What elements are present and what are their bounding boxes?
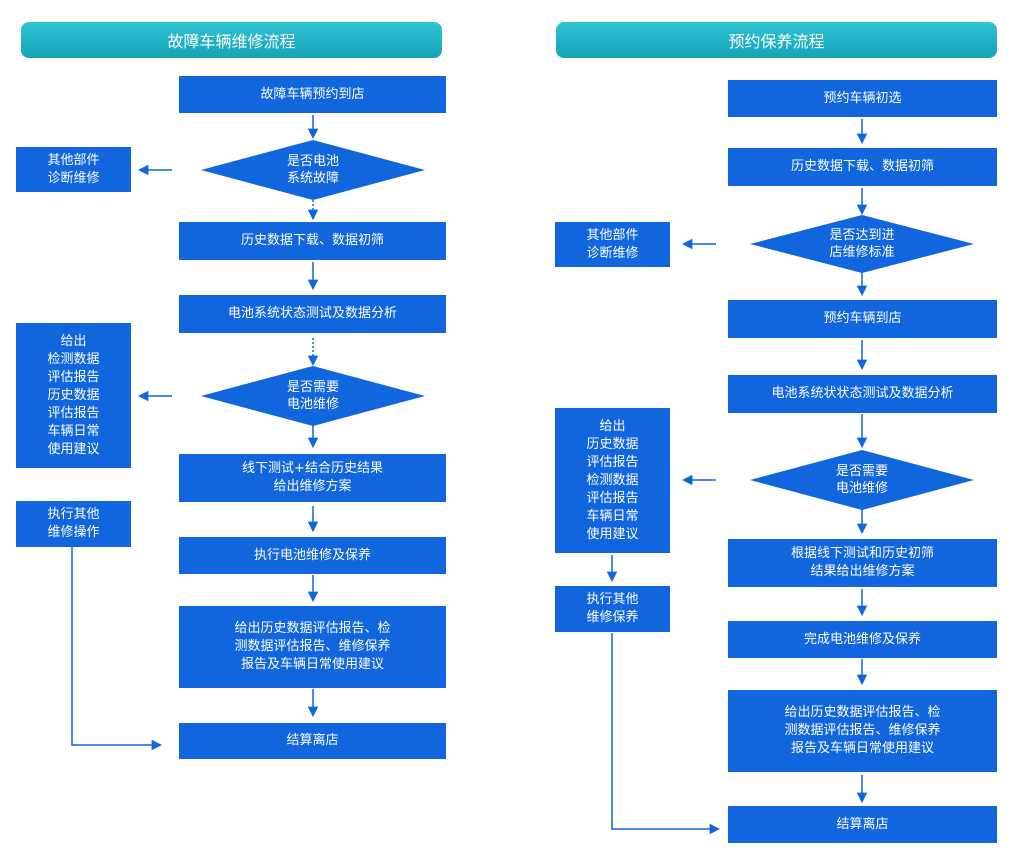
right-side-other-maintenance: 执行其他 维修保养 bbox=[555, 586, 670, 632]
right-side-reports-text: 给出 历史数据 评估报告 检测数据 评估报告 车辆日常 使用建议 bbox=[586, 418, 639, 542]
right-flow-title-text: 预约保养流程 bbox=[728, 32, 825, 51]
right-side-reports: 给出 历史数据 评估报告 检测数据 评估报告 车辆日常 使用建议 bbox=[555, 408, 670, 553]
left-side-other-parts: 其他部件 诊断维修 bbox=[16, 147, 131, 192]
left-decision-battery-fault: 是否电池 系统故障 bbox=[286, 154, 339, 186]
left-step-checkout: 结算离店 bbox=[179, 723, 446, 759]
right-step-repair-plan: 根据线下测试和历史初筛 结果给出维修方案 bbox=[728, 539, 997, 587]
left-step-battery-test: 电池系统状态测试及数据分析 bbox=[179, 295, 446, 333]
right-step-final-reports: 给出历史数据评估报告、检 测数据评估报告、维修保养 报告及车辆日常使用建议 bbox=[728, 690, 997, 772]
left-flow-title: 故障车辆维修流程 bbox=[21, 22, 442, 58]
left-side-other-parts-text: 其他部件 诊断维修 bbox=[47, 152, 100, 186]
right-side-other-maintenance-text: 执行其他 维修保养 bbox=[586, 592, 639, 625]
left-step-history-download-text: 历史数据下载、数据初筛 bbox=[240, 233, 384, 248]
right-step-repair-plan-text: 根据线下测试和历史初筛 结果给出维修方案 bbox=[790, 546, 934, 579]
left-step-checkout-text: 结算离店 bbox=[286, 733, 339, 748]
left-side-reports-text: 给出 检测数据 评估报告 历史数据 评估报告 车辆日常 使用建议 bbox=[47, 333, 100, 457]
left-step-appointment-arrival: 故障车辆预约到店 bbox=[179, 76, 446, 113]
right-step-preselect-text: 预约车辆初选 bbox=[823, 90, 902, 106]
left-flow-title-text: 故障车辆维修流程 bbox=[167, 32, 296, 51]
right-step-final-reports-text: 给出历史数据评估报告、检 测数据评估报告、维修保养 报告及车辆日常使用建议 bbox=[784, 705, 941, 756]
right-step-arrival-text: 预约车辆到店 bbox=[823, 311, 902, 326]
decision-diamond-r1 bbox=[750, 215, 974, 273]
right-decision-need-repair: 是否需要 电池维修 bbox=[835, 464, 888, 496]
left-step-history-download: 历史数据下载、数据初筛 bbox=[179, 222, 446, 260]
right-flow-title: 预约保养流程 bbox=[556, 22, 997, 58]
arrow-l-side3 bbox=[71, 547, 163, 751]
left-step-appointment-arrival-text: 故障车辆预约到店 bbox=[260, 86, 365, 102]
right-side-other-parts-text: 其他部件 诊断维修 bbox=[586, 227, 639, 261]
left-side-reports: 给出 检测数据 评估报告 历史数据 评估报告 车辆日常 使用建议 bbox=[16, 323, 131, 468]
right-step-battery-repair-text: 完成电池维修及保养 bbox=[803, 631, 921, 647]
left-step-battery-repair-text: 执行电池维修及保养 bbox=[253, 547, 371, 563]
decision-diamond-l1 bbox=[201, 140, 425, 200]
left-step-battery-test-text: 电池系统状态测试及数据分析 bbox=[227, 306, 397, 321]
left-step-battery-repair: 执行电池维修及保养 bbox=[179, 537, 446, 574]
right-step-arrival: 预约车辆到店 bbox=[728, 300, 997, 338]
right-step-preselect: 预约车辆初选 bbox=[728, 80, 997, 117]
decision-diamond-l2 bbox=[201, 366, 425, 426]
right-step-battery-test: 电池系统状状态测试及数据分析 bbox=[728, 375, 997, 413]
left-step-final-reports-text: 给出历史数据评估报告、检 测数据评估报告、维修保养 报告及车辆日常使用建议 bbox=[234, 621, 391, 672]
right-decision-meets-standard: 是否达到进 店维修标准 bbox=[829, 228, 895, 260]
right-step-checkout-text: 结算离店 bbox=[836, 816, 889, 832]
arrow-r-side3 bbox=[611, 633, 721, 835]
right-step-battery-repair: 完成电池维修及保养 bbox=[728, 621, 997, 658]
left-step-repair-plan: 线下测试+结合历史结果 给出维修方案 bbox=[179, 454, 446, 502]
left-side-other-repair: 执行其他 维修操作 bbox=[16, 501, 131, 547]
left-side-other-repair-text: 执行其他 维修操作 bbox=[47, 507, 100, 540]
decision-diamond-r2 bbox=[750, 450, 974, 510]
right-step-history-download-text: 历史数据下载、数据初筛 bbox=[790, 159, 934, 174]
right-step-battery-test-text: 电池系统状状态测试及数据分析 bbox=[771, 386, 954, 401]
right-step-history-download: 历史数据下载、数据初筛 bbox=[728, 148, 997, 186]
left-decision-need-repair: 是否需要 电池维修 bbox=[286, 380, 339, 412]
left-step-repair-plan-text: 线下测试+结合历史结果 给出维修方案 bbox=[242, 461, 383, 494]
right-step-checkout: 结算离店 bbox=[728, 806, 997, 843]
right-side-other-parts: 其他部件 诊断维修 bbox=[555, 222, 670, 267]
left-step-final-reports: 给出历史数据评估报告、检 测数据评估报告、维修保养 报告及车辆日常使用建议 bbox=[179, 606, 446, 688]
